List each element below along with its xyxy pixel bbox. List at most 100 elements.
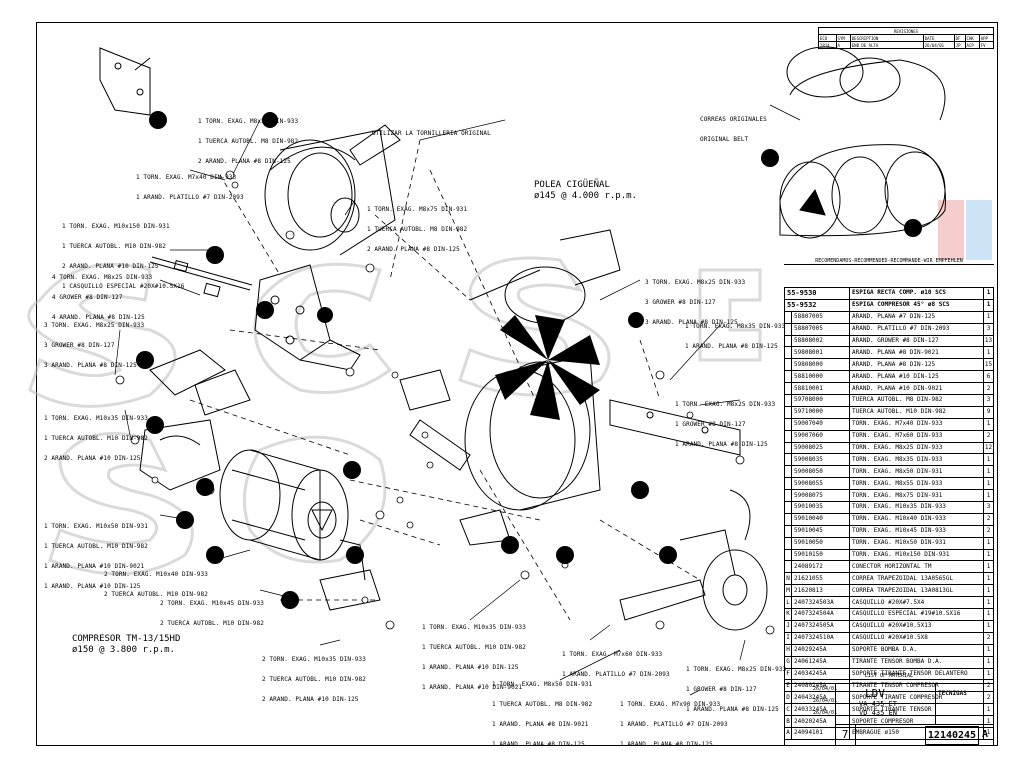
bom-cell: 1 [983, 560, 994, 574]
bom-cell: 59008050 [791, 465, 850, 479]
compressor [219, 449, 349, 561]
tensioner-pulley-assembly [264, 124, 401, 256]
bolt-long [149, 256, 253, 298]
bom-cell: 1 [983, 619, 994, 633]
model-variant: VD 435 EN [859, 709, 897, 717]
bom-cell: SOPORTE BOMBA D.A. [849, 643, 984, 657]
bom-cell: I [784, 631, 792, 645]
bom-cell: ARAND. PLATILLO #7 DIN-2093 [849, 322, 984, 336]
bom-cell: 59007040 [791, 417, 850, 431]
belt-layout-view [779, 46, 946, 239]
rev-header: APP [978, 34, 995, 42]
note-line: 3 ARAND. PLANA #8 DIN-125 [44, 361, 137, 369]
note-m10x50: 1 TORN. EXAG. M10x50 DIN-931 1 TUERCA AU… [44, 511, 148, 597]
model-cell: LDV VA 435 ET VD 435 EN [835, 684, 936, 725]
hardware-parts [115, 170, 775, 635]
bom-cell [784, 512, 792, 526]
bom-cell: 12 [983, 441, 994, 455]
bom-cell: 55-9532 [784, 298, 850, 312]
bom-cell: 1 [983, 346, 994, 360]
rev-cell: FV [978, 41, 995, 49]
note-2x-m10x35: 2 TORN. EXAG. M10x35 DIN-933 2 TUERCA AU… [262, 644, 366, 710]
note-line: 1 GROWER #8 DIN-127 [686, 685, 757, 693]
note-line: 1 TUERCA AUTOBL. M10 DIN-982 [62, 242, 166, 250]
rev-header: DF [953, 34, 966, 42]
bom-cell: CONECTOR HORIZONTAL TM [849, 560, 984, 574]
bom-cell: 59010050 [791, 536, 850, 550]
bom-cell [784, 334, 792, 348]
bom-cell: 24061245A [791, 655, 850, 669]
note-line: 1 TORN. EXAG. M7x60 DIN-933 [562, 651, 663, 659]
bom-cell: TORN. EXAG. M10x40 DIN-933 [849, 512, 984, 526]
bom-cell: 59008075 [791, 489, 850, 503]
rev-cell: 26/04/01 [922, 41, 955, 49]
note-line: 2 ARAND. PLANA #10 DIN-125 [44, 454, 141, 462]
note-line: 1 TORN. EXAG. M8x35 DIN-933 [685, 323, 786, 331]
rev-header: CHK [964, 34, 980, 42]
note-line: 1 TORN. EXAG. M8x75 DIN-931 [367, 206, 468, 214]
note-original-hardware: UTILIZAR LA TORNILLERIA ORIGINAL [372, 118, 491, 144]
bom-cell [784, 382, 792, 396]
rev-cell: ENB DE ALTA [849, 41, 924, 49]
note-original-belts: CORREAS ORIGINALES ORIGINAL BELT [700, 104, 767, 150]
note-line: 1 TORN. EXAG. M7x40 DIN-933 [136, 174, 237, 182]
note-line: 1 TORN. EXAG. M10x150 DIN-931 [62, 223, 170, 231]
bom-cell [784, 429, 792, 443]
note-line: 1 TUERCA AUTOBL. M10 DIN-982 [44, 434, 148, 442]
bom-cell: TUERCA AUTOBL. M10 DIN-982 [849, 405, 984, 419]
model-name: LDV [865, 687, 885, 700]
title-block: 26/04/01 26/04/01 26/04/01 LDV VA 435 ET… [784, 683, 994, 746]
callout-markers [136, 111, 922, 609]
note-line: 1 ARAND. PLANA #8 DIN-125 [686, 705, 779, 713]
bom-cell: TORN. EXAG. M8x75 DIN-931 [849, 489, 984, 503]
note-line: 1 TORN. EXAG. M8x55 DIN-933 [198, 118, 299, 126]
note-line: 1 TUERCA AUTOBL. M8 DIN-982 [492, 700, 593, 708]
bom-cell: 6 [983, 370, 994, 384]
note-m10x150: 1 TORN. EXAG. M10x150 DIN-931 1 TUERCA A… [62, 211, 185, 297]
bom-cell: 1 [983, 453, 994, 467]
note-line: 2 ARAND. PLANA #8 DIN-125 [198, 157, 291, 165]
model-variant: VA 435 ET [859, 700, 897, 708]
bom-cell: CORREA TRAPEZOIDAL 13A0565GL [849, 572, 984, 586]
bom-cell [784, 453, 792, 467]
note-line: 1 ARAND. PLATILLO #7 DIN-2093 [562, 670, 670, 678]
bom-cell: TORN. EXAG. M7x60 DIN-933 [849, 429, 984, 443]
pulley-title: POLEA CIGÜEÑAL [534, 180, 610, 190]
bom-cell: 59010040 [791, 512, 850, 526]
note-line: 1 ARAND. PLANA #8 DIN-125 [685, 342, 778, 350]
note-3x-m8x25-right: 3 TORN. EXAG. M8x25 DIN-933 3 GROWER #8 … [645, 267, 745, 333]
bom-cell [784, 358, 792, 372]
compressor-label: COMPRESOR TM-13/15HD ø150 @ 3.800 r.p.m. [72, 634, 180, 656]
bom-cell: 2 [983, 512, 994, 526]
bom-cell [784, 489, 792, 503]
note-line: 1 TUERCA AUTOBL. M10 DIN-982 [44, 542, 148, 550]
compressor-bracket [254, 264, 361, 371]
drawing-frame [36, 22, 998, 746]
note-line: 1 ARAND. PLANA #10 DIN-125 [422, 663, 519, 671]
note-line: 2 TORN. EXAG. M10x35 DIN-933 [262, 656, 366, 664]
note-line: CORREAS ORIGINALES [700, 116, 767, 124]
bom-cell: 2407324510A [791, 631, 850, 645]
pulley-spec: ø145 @ 4.000 r.p.m. [534, 191, 637, 201]
bom-cell: 55-9530 [784, 287, 850, 300]
note-line: 1 CASQUILLO ESPECIAL #20X#10.5X16 [62, 282, 185, 290]
bom-cell: CORREA TRAPEZOIDAL 13A0813GL [849, 584, 984, 598]
bom-cell: 1 [983, 584, 994, 598]
bom-cell: 59008035 [791, 453, 850, 467]
watermark-color [938, 200, 992, 260]
bom-cell: ARAND. PLANA #10 DIN-125 [849, 370, 984, 384]
